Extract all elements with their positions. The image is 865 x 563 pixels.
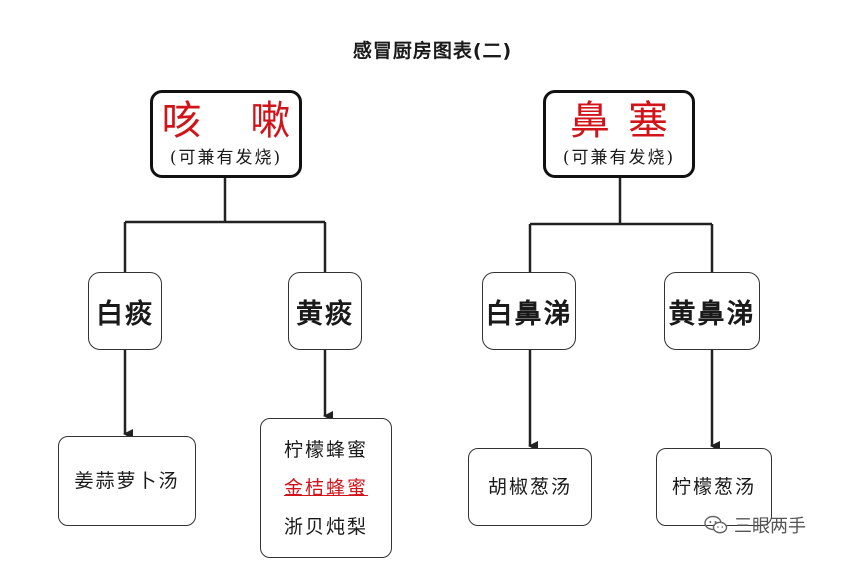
yellow-phlegm-box: 黄痰 — [288, 272, 362, 350]
watermark-text: 三眼两手 — [734, 516, 806, 537]
remedy-box-white-nasal-mucus: 胡椒葱汤 — [468, 448, 592, 526]
remedy-item: 姜蒜萝卜汤 — [74, 470, 180, 492]
yellow-nasal-mucus-label: 黄鼻涕 — [668, 298, 756, 330]
nasal-congestion-label: 鼻塞 — [570, 98, 686, 144]
remedy-box-yellow-phlegm: 柠檬蜂蜜 金桔蜂蜜 浙贝炖梨 — [260, 418, 392, 558]
remedy-box-white-phlegm: 姜蒜萝卜汤 — [58, 436, 196, 526]
cough-label: 咳 嗽 — [161, 98, 309, 144]
remedy-item-highlighted: 金桔蜂蜜 — [283, 477, 368, 499]
yellow-nasal-mucus-box: 黄鼻涕 — [664, 272, 760, 350]
yellow-phlegm-label: 黄痰 — [296, 298, 354, 330]
watermark: 三眼两手 — [704, 512, 806, 538]
remedy-item: 浙贝炖梨 — [283, 515, 368, 538]
white-phlegm-box: 白痰 — [88, 272, 162, 350]
nasal-congestion-note: (可兼有发烧) — [562, 148, 676, 168]
white-nasal-mucus-label: 白鼻涕 — [485, 298, 573, 330]
white-phlegm-label: 白痰 — [96, 298, 154, 330]
diagram-title: 感冒厨房图表(二) — [352, 40, 513, 62]
nasal-congestion-box: 鼻塞 (可兼有发烧) — [543, 90, 695, 178]
remedy-item: 柠檬蜂蜜 — [283, 438, 368, 461]
cough-box: 咳 嗽 (可兼有发烧) — [150, 90, 302, 178]
wechat-icon — [704, 515, 728, 534]
remedy-item: 柠檬葱汤 — [671, 476, 756, 498]
white-nasal-mucus-box: 白鼻涕 — [482, 272, 576, 350]
remedy-item: 胡椒葱汤 — [487, 476, 572, 498]
cough-note: (可兼有发烧) — [169, 148, 283, 168]
